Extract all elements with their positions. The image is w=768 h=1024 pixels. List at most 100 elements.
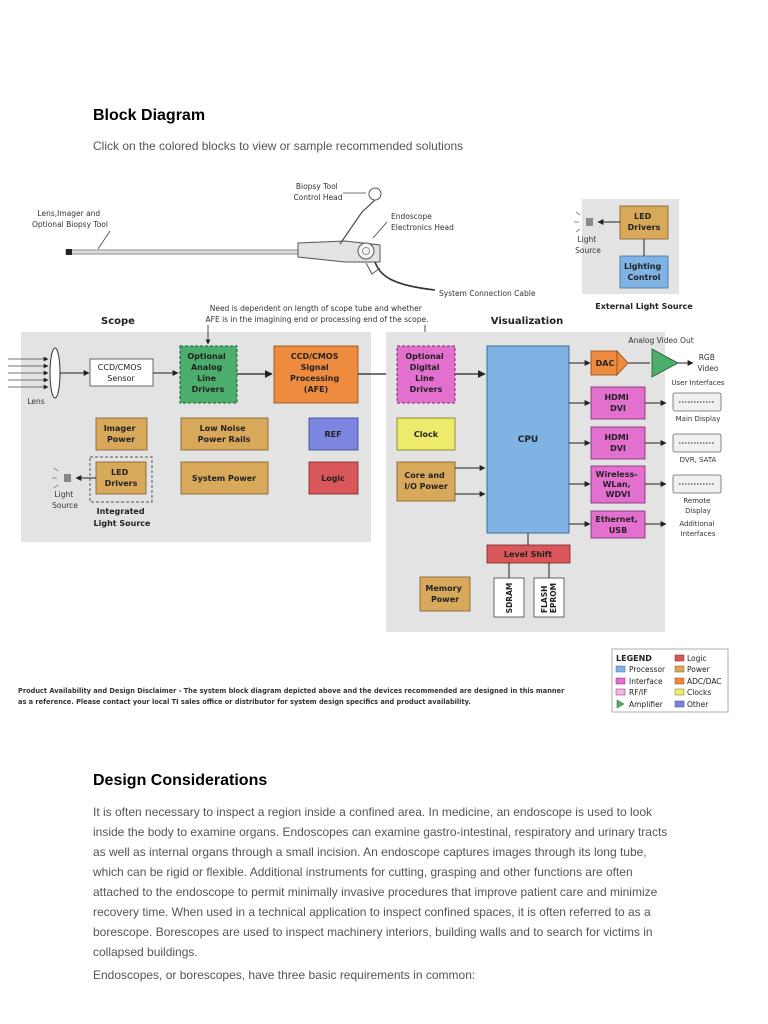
analog-video-out-label: Analog Video Out xyxy=(628,336,693,345)
legend: LEGEND Processor Interface RF/IF Amplifi… xyxy=(611,648,729,713)
endoscope-block-diagram: Biopsy Tool Control Head Lens,Imager and… xyxy=(8,182,729,713)
logic-block[interactable] xyxy=(308,461,359,495)
sdram-block[interactable] xyxy=(493,577,525,618)
user-interfaces-label: User Interfaces xyxy=(671,379,725,387)
endoscope-head-callout: Endoscope Electronics Head xyxy=(391,212,454,232)
dvr-sata-connector-icon xyxy=(672,433,722,453)
lens-label: Lens xyxy=(27,397,44,406)
hdmi-dvi-1-block[interactable] xyxy=(590,386,646,420)
low-noise-power-rails-label: Low Noise Power Rails xyxy=(198,424,251,444)
low-noise-power-rails-block[interactable] xyxy=(180,417,269,451)
led-drivers-ext-label: LED Drivers xyxy=(628,212,661,232)
block-diagram-heading: Block Diagram xyxy=(93,107,206,124)
led-drivers-int-block[interactable] xyxy=(95,461,147,495)
cpu-label: CPU xyxy=(518,435,539,445)
dependency-note: Need is dependent on length of scope tub… xyxy=(206,304,429,324)
ccd-cmos-signal-processing-label: CCD/CMOS Signal Processing (AFE) xyxy=(290,352,342,394)
additional-interfaces-label: Additional Interfaces xyxy=(679,520,716,538)
biopsy-tool-callout: Biopsy Tool Control Head xyxy=(293,182,342,202)
electronics-head-dial-icon xyxy=(357,242,375,260)
legend-processor-swatch xyxy=(615,665,626,673)
optional-analog-line-drivers-block[interactable] xyxy=(179,345,238,404)
cpu-block[interactable] xyxy=(486,345,570,534)
main-display-label: Main Display xyxy=(676,415,721,423)
imager-power-label: Imager Power xyxy=(104,424,139,444)
legend-clocks: Clocks xyxy=(687,688,711,697)
legend-other-swatch xyxy=(674,700,685,708)
optional-analog-line-drivers-label: Optional Analog Line Drivers xyxy=(187,352,228,394)
light-source-int-icon xyxy=(52,467,71,489)
remote-display-label: Remote Display xyxy=(683,497,712,515)
led-drivers-ext-block[interactable] xyxy=(619,205,669,240)
dac-tip xyxy=(616,349,629,377)
external-light-source-title: External Light Source xyxy=(595,302,693,311)
design-considerations-paragraph-2: Endoscopes, or borescopes, have three ba… xyxy=(93,968,476,982)
biopsy-control-head-icon xyxy=(368,187,382,201)
legend-rf-if-swatch xyxy=(615,688,626,696)
hdmi-dvi-1-label: HDMI DVI xyxy=(604,393,631,413)
flash-eprom-label: FLASH EPROM xyxy=(540,583,558,613)
core-io-power-label: Core and I/O Power xyxy=(404,471,448,491)
scope-section-title: Scope xyxy=(101,316,135,327)
dac-block[interactable] xyxy=(590,350,618,376)
light-source-ext-label: Light Source xyxy=(575,235,601,255)
visualization-section-title: Visualization xyxy=(491,316,563,327)
integrated-light-source-frame xyxy=(89,456,153,503)
design-considerations-heading: Design Considerations xyxy=(93,772,268,789)
ref-label: REF xyxy=(324,430,341,439)
hdmi-dvi-2-block[interactable] xyxy=(590,426,646,460)
legend-amplifier-icon xyxy=(616,699,625,709)
legend-amplifier: Amplifier xyxy=(629,700,664,709)
system-power-label: System Power xyxy=(192,474,256,483)
core-io-power-block[interactable] xyxy=(396,461,456,502)
legend-interface-swatch xyxy=(615,677,626,685)
light-source-ext-icon xyxy=(574,211,593,233)
system-power-block[interactable] xyxy=(180,461,269,495)
wireless-label: Wireless- WLan, WDVI xyxy=(596,470,641,499)
system-cable-callout: System Connection Cable xyxy=(439,289,536,298)
ethernet-usb-block[interactable] xyxy=(590,510,646,539)
light-source-int-label: Light Source xyxy=(52,490,78,510)
ethernet-usb-label: Ethernet, USB xyxy=(595,515,640,535)
legend-title: LEGEND xyxy=(616,654,652,663)
legend-logic: Logic xyxy=(687,654,707,663)
legend-logic-swatch xyxy=(674,654,685,662)
remote-display-connector-icon xyxy=(672,474,722,494)
clock-label: Clock xyxy=(414,430,439,439)
imager-power-block[interactable] xyxy=(95,417,148,451)
rgb-video-label: RGB Video xyxy=(697,353,718,373)
legend-processor: Processor xyxy=(629,665,666,674)
block-diagram-intro: Click on the colored blocks to view or s… xyxy=(93,139,464,153)
legend-power: Power xyxy=(687,665,711,674)
legend-power-swatch xyxy=(674,665,685,673)
ccd-cmos-sensor-label: CCD/CMOS Sensor xyxy=(98,363,144,383)
legend-other: Other xyxy=(687,700,709,709)
legend-adc-dac-swatch xyxy=(674,677,685,685)
ref-block[interactable] xyxy=(308,417,359,451)
legend-adc-dac: ADC/DAC xyxy=(687,677,722,686)
ccd-cmos-signal-processing-block[interactable] xyxy=(273,345,359,404)
legend-interface: Interface xyxy=(629,677,663,686)
lens-icon xyxy=(8,347,61,399)
lighting-control-block[interactable] xyxy=(619,255,669,289)
dvr-sata-label: DVR, SATA xyxy=(680,456,717,464)
memory-power-label: Memory Power xyxy=(425,584,464,604)
legend-rf-if: RF/IF xyxy=(629,688,648,697)
lens-imager-callout: Lens,Imager and Optional Biopsy Tool xyxy=(32,209,108,229)
logic-label: Logic xyxy=(321,474,345,483)
endoscope-illustration xyxy=(65,187,436,291)
legend-clocks-swatch xyxy=(674,688,685,696)
memory-power-block[interactable] xyxy=(419,576,471,612)
amplifier-icon[interactable] xyxy=(651,348,679,378)
flash-eprom-block[interactable] xyxy=(533,577,565,618)
sdram-label: SDRAM xyxy=(505,583,514,614)
integrated-light-source-title: Integrated Light Source xyxy=(94,507,152,528)
wireless-block[interactable] xyxy=(590,465,646,504)
disclaimer: Product Availability and Design Disclaim… xyxy=(18,687,567,706)
hdmi-dvi-2-label: HDMI DVI xyxy=(604,433,631,453)
optional-digital-line-drivers-label: Optional Digital Line Drivers xyxy=(405,352,446,394)
dac-label: DAC xyxy=(596,359,615,368)
led-drivers-int-label: LED Drivers xyxy=(105,468,138,488)
clock-block[interactable] xyxy=(396,417,456,451)
ccd-cmos-sensor-block[interactable] xyxy=(89,358,154,387)
